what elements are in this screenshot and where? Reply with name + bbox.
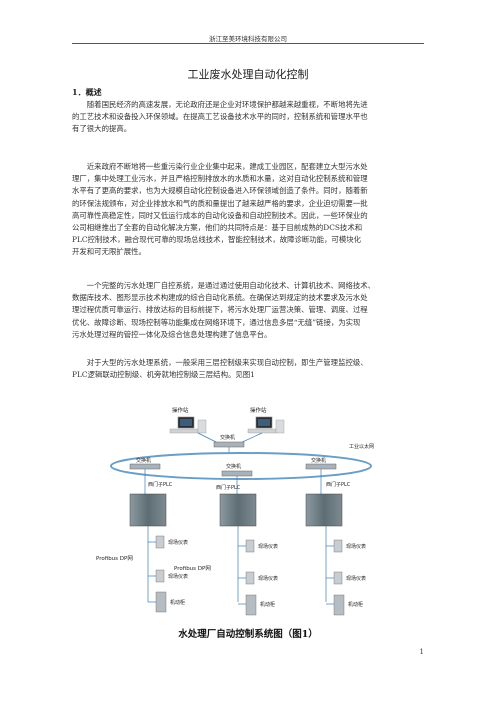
text-line: 开发和可无限扩展性。 bbox=[72, 247, 146, 257]
text-line: 污水处理过程的管控一体化及综合信息处理构建了信息平台。 bbox=[72, 329, 272, 339]
pc-tower-icon bbox=[197, 419, 207, 434]
cabinet-label: 机动柜 bbox=[260, 601, 275, 608]
cabinet-icon bbox=[333, 594, 345, 616]
text-line: 水平有了更高的要求，也为大规模自动化控制设备进入环保领域创造了条件。同时，随着新 bbox=[72, 186, 368, 196]
instrument-icon bbox=[155, 535, 165, 549]
ethernet-label: 工业以太网 bbox=[349, 443, 374, 450]
text-line: PLC逻辑联动控制级、机旁就地控制级三层结构。见图1 bbox=[72, 370, 255, 380]
operator-station-2: 操作站 bbox=[247, 406, 285, 434]
plc-label: 西门子PLC bbox=[326, 481, 351, 488]
keyboard-icon bbox=[169, 428, 199, 434]
text-line: 的工艺技术和设备投入环保领域。在提高工艺设备技术水平的同时，控制系统和管理水平也 bbox=[72, 112, 368, 122]
text-line: 的环保法规颁布，对企业排放水和气的质和量提出了越来越严格的要求，企业迫切需要一批 bbox=[72, 198, 368, 208]
profibus-label: Profibus DP网 bbox=[174, 565, 211, 572]
cabinet-icon bbox=[155, 591, 167, 613]
instrument-label: 现场仪表 bbox=[346, 575, 366, 582]
operator-station-label: 操作站 bbox=[172, 406, 189, 414]
instrument-icon bbox=[245, 539, 255, 553]
instrument-icon bbox=[333, 571, 343, 585]
instrument-label: 现场仪表 bbox=[258, 543, 278, 550]
switch-label: 交换机 bbox=[226, 463, 241, 470]
text-line: 公司相继推出了全套的自动化解决方案，他们的共同特点是：基于目前成熟的DCS技术和 bbox=[72, 223, 363, 233]
header-divider bbox=[72, 43, 424, 44]
operator-station-1: 操作站 bbox=[169, 406, 207, 434]
instrument-icon bbox=[245, 571, 255, 585]
instrument-icon bbox=[155, 569, 165, 583]
switch-icon bbox=[213, 441, 245, 448]
screen-icon bbox=[258, 419, 270, 426]
text-line: 对于大型的污水处理系统，一般采用三层控制级来实现自动控制，即生产管理监控级、 bbox=[72, 358, 368, 367]
cabinet-label: 机动柜 bbox=[170, 599, 185, 606]
plc-label: 西门子PLC bbox=[216, 484, 241, 491]
plc-label: 西门子PLC bbox=[148, 481, 173, 488]
control-system-diagram: 操作站 操作站 交换机 工业以太网 交换机 交换机 交换机 西门子PLC 现场仪… bbox=[96, 406, 374, 616]
paragraph-1: 随着国民经济的高速发展，无论政府还是企业对环境保护都越来越重视，不断地将先进 的… bbox=[72, 99, 428, 136]
plc-rack-icon bbox=[305, 493, 343, 527]
text-line: 一个完整的污水处理厂自控系统，是通过通过使用自动化技术、计算机技术、网络技术、 bbox=[72, 281, 376, 290]
figure-caption: 水处理厂自动控制系统图（图1） bbox=[178, 629, 318, 640]
page-number: 1 bbox=[419, 648, 424, 656]
switch-label: 交换机 bbox=[311, 457, 326, 464]
plc-rack-icon bbox=[219, 493, 257, 527]
section-heading: 1．概述 bbox=[72, 87, 102, 97]
switch-icon bbox=[221, 470, 253, 477]
instrument-label: 现场仪表 bbox=[258, 575, 278, 582]
text-line: 高可靠性高稳定性，同时又低运行成本的自动化设备和自动控制技术。因此，一些环保业的 bbox=[72, 210, 368, 220]
switch-label: 交换机 bbox=[136, 457, 151, 464]
paragraph-2: 近来政府不断地将一些重污染行业企业集中起来，建成工业园区，配套建立大型污水处 理… bbox=[72, 161, 428, 259]
paragraph-4: 对于大型的污水处理系统，一般采用三层控制级来实现自动控制，即生产管理监控级、 P… bbox=[72, 357, 428, 381]
plc-rack-icon bbox=[129, 493, 167, 527]
text-line: 理过程优质可靠运行、排放达标的目标前提下，将污水处理厂运营决策、管理、调度、过程 bbox=[72, 305, 368, 315]
profibus-label: Profibus DP网 bbox=[96, 555, 133, 562]
text-line: 随着国民经济的高速发展，无论政府还是企业对环境保护都越来越重视，不断地将先进 bbox=[72, 100, 368, 109]
text-line: PLC控制技术，融合现代可靠的现场总线技术，智能控制技术，故障诊断功能，可模块化 bbox=[72, 235, 361, 245]
text-line: 近来政府不断地将一些重污染行业企业集中起来，建成工业园区，配套建立大型污水处 bbox=[72, 162, 368, 171]
switch-label: 交换机 bbox=[220, 434, 235, 441]
switch-icon bbox=[129, 463, 161, 470]
page-header: 浙江至美环境科技有限公司 bbox=[209, 35, 287, 43]
text-line: 优化、故障诊断、现场控制等功能集成在网络环境下，通过信息多层“无缝”链接，为实现 bbox=[72, 317, 361, 327]
text-line: 数据库技术、图形显示技术构建成的综合自动化系统。在确保达到规定的技术要求及污水处 bbox=[72, 293, 368, 303]
paragraph-3: 一个完整的污水处理厂自控系统，是通过通过使用自动化技术、计算机技术、网络技术、 … bbox=[72, 280, 428, 341]
operator-station-label: 操作站 bbox=[250, 406, 267, 414]
document-title: 工业废水处理自动化控制 bbox=[187, 68, 309, 81]
cabinet-icon bbox=[245, 594, 257, 616]
text-line: 有了很大的提高。 bbox=[72, 124, 132, 134]
cabinet-label: 机动柜 bbox=[348, 601, 363, 608]
instrument-label: 现场仪表 bbox=[168, 539, 188, 546]
pc-tower-icon bbox=[275, 419, 285, 434]
instrument-icon bbox=[333, 539, 343, 553]
screen-icon bbox=[180, 419, 192, 426]
instrument-label: 现场仪表 bbox=[346, 543, 366, 550]
ethernet-ring bbox=[110, 452, 372, 480]
instrument-label: 现场仪表 bbox=[168, 573, 188, 580]
text-line: 理厂，集中处理工业污水，并且严格控制排放水的水质和水量，这对自动化控制系统和管理 bbox=[72, 174, 368, 184]
keyboard-icon bbox=[247, 428, 277, 434]
switch-icon bbox=[305, 463, 337, 470]
